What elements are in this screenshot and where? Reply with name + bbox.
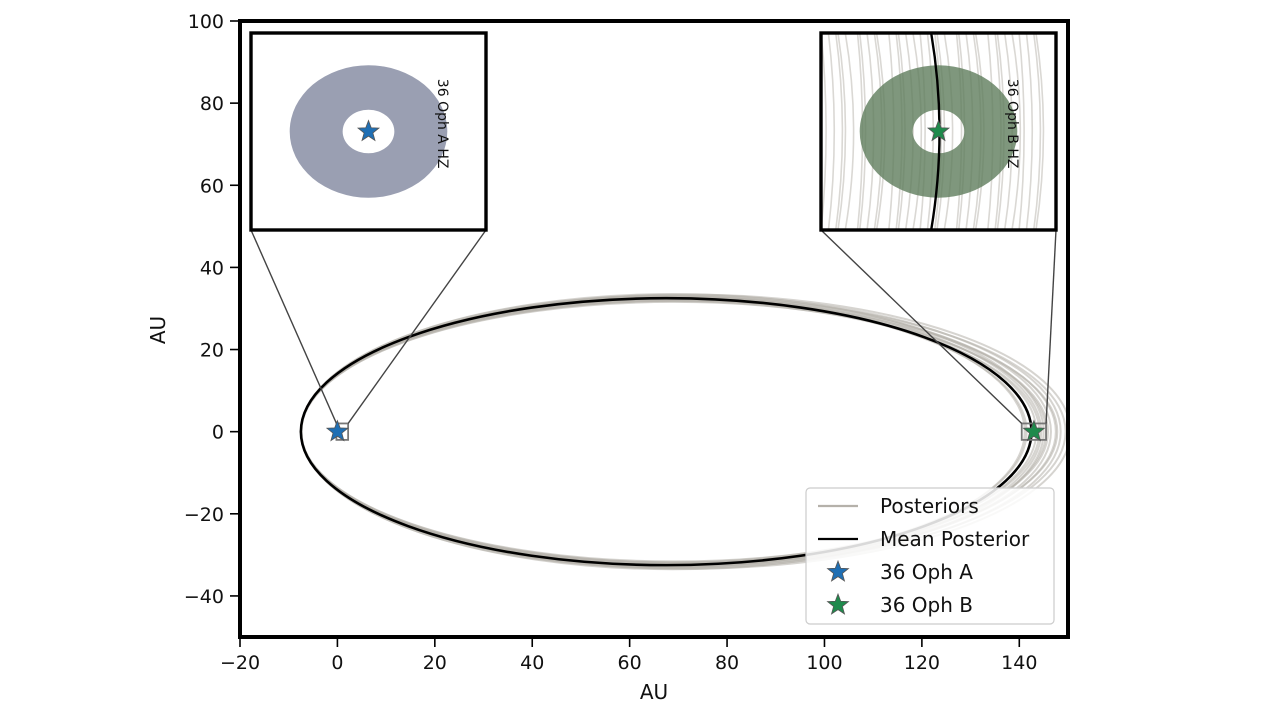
x-tick-label-8: 140: [1001, 652, 1037, 674]
inset-content-1: [821, 33, 1045, 230]
inset-connector-left-1: [820, 229, 1023, 424]
legend-label-3: 36 Oph B: [880, 593, 973, 617]
inset-star-marker-1: [926, 119, 951, 142]
y-tick-label-6: 80: [200, 93, 224, 115]
inset-posterior-arc-32: [1032, 33, 1042, 230]
inset-star-marker-0: [356, 119, 381, 142]
x-tick-label-0: −20: [220, 652, 260, 674]
legend-label-0: Posteriors: [880, 494, 979, 518]
habitable-zone-ring-1: [859, 65, 1018, 198]
y-tick-label-0: −40: [184, 586, 224, 608]
legend-swatch-3: [826, 592, 850, 615]
inset-posterior-arc-1: [827, 33, 836, 230]
x-axis-label: AU: [640, 680, 668, 704]
inset-posterior-arc-30: [1018, 33, 1025, 230]
y-tick-label-5: 60: [200, 175, 224, 197]
inset-frame-1: [819, 31, 1058, 232]
x-tick-label-2: 20: [423, 652, 447, 674]
star-marker-0: [325, 419, 349, 442]
y-tick-label-7: 100: [188, 11, 224, 33]
inset-label-1: 36 Oph B HZ: [1004, 79, 1020, 169]
inset-content-0: [289, 65, 448, 198]
inset-posterior-arc-4: [844, 33, 855, 230]
x-tick-label-7: 120: [904, 652, 940, 674]
x-tick-label-1: 0: [331, 652, 343, 674]
inset-posterior-arc-2: [834, 33, 844, 230]
insets: 36 Oph A HZ 36 Oph B HZ: [249, 31, 1058, 232]
y-tick-label-1: −20: [184, 504, 224, 526]
legend-label-2: 36 Oph A: [880, 560, 973, 584]
inset-connector-lines: [250, 229, 1057, 441]
x-tick-label-4: 60: [618, 652, 642, 674]
inset-posterior-arc-3: [837, 33, 847, 230]
star-marker-1: [1022, 419, 1046, 442]
legend-label-1: Mean Posterior: [880, 527, 1030, 551]
y-tick-label-3: 20: [200, 340, 224, 362]
inset-posterior-arc-15: [919, 33, 926, 230]
y-axis-ticks: −40 −20 0 20 40 60 80 100: [184, 11, 238, 608]
inset-posterior-arc-29: [1011, 33, 1022, 230]
inset-posterior-arc-20: [955, 33, 963, 230]
inset-connector-left-0: [250, 229, 338, 424]
inset-label-0: 36 Oph A HZ: [434, 79, 450, 169]
inset-connector-right-1: [1045, 229, 1057, 424]
inset-posterior-arc-14: [912, 33, 923, 230]
y-axis-label: AU: [146, 316, 170, 344]
inset-panel-0: 36 Oph A HZ: [249, 31, 488, 232]
x-tick-label-5: 80: [715, 652, 739, 674]
inset-posterior-arc-0: [821, 33, 827, 230]
inset-panel-1: 36 Oph B HZ: [819, 31, 1058, 232]
inset-frame-0: [249, 31, 488, 232]
plot-frame: [238, 19, 1070, 639]
habitable-zone-ring-0: [289, 65, 448, 198]
inset-posterior-arc-19: [943, 33, 954, 230]
x-tick-label-6: 100: [806, 652, 842, 674]
inset-posterior-arc-33: [1035, 33, 1045, 230]
legend-swatch-2: [826, 559, 850, 582]
x-tick-label-3: 40: [520, 652, 544, 674]
inset-posterior-arc-31: [1025, 33, 1034, 230]
y-tick-label-4: 40: [200, 257, 224, 279]
legend-box: [805, 487, 1055, 625]
star-markers: [325, 419, 1046, 442]
inset-connector-right-0: [347, 229, 487, 424]
x-axis-ticks: −20 0 20 40 60 80 100 120 140: [220, 639, 1037, 674]
inset-posterior-arc-13: [904, 33, 914, 230]
y-tick-label-2: 0: [212, 422, 224, 444]
